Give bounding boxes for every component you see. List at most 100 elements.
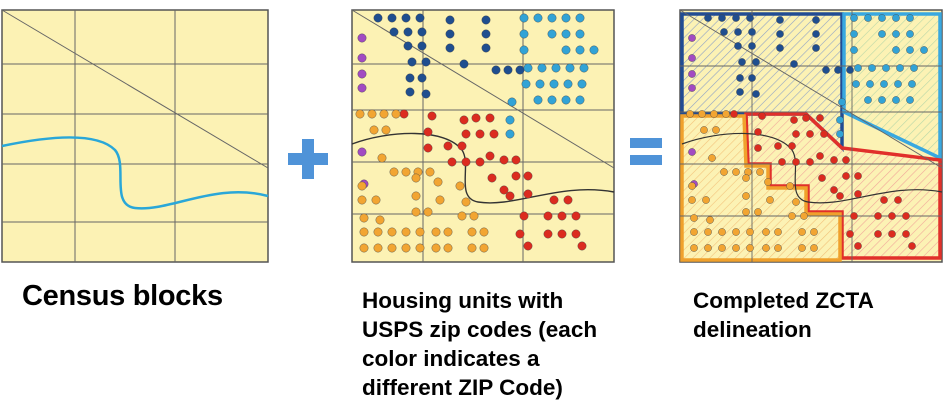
housing-unit-dot (842, 172, 850, 180)
housing-unit-dot (445, 43, 455, 53)
housing-unit-dot (499, 185, 509, 195)
housing-unit-dot (892, 14, 900, 22)
housing-unit-dot (892, 30, 900, 38)
housing-unit-dot (776, 16, 784, 24)
housing-unit-dot (704, 14, 712, 22)
housing-unit-dot (732, 244, 740, 252)
housing-unit-dot (485, 151, 495, 161)
housing-unit-dot (523, 171, 533, 181)
housing-unit-dot (575, 29, 585, 39)
housing-unit-dot (842, 156, 850, 164)
housing-unit-dot (499, 155, 509, 165)
housing-unit-dot (461, 197, 471, 207)
housing-unit-dot (563, 195, 573, 205)
housing-unit-dot (718, 228, 726, 236)
housing-unit-dot (479, 227, 489, 237)
housing-unit-dot (459, 59, 469, 69)
housing-unit-dot (523, 189, 533, 199)
housing-unit-dot (742, 174, 750, 182)
housing-unit-dot (547, 29, 557, 39)
housing-unit-dot (850, 46, 858, 54)
census-blocks-panel (1, 9, 269, 263)
housing-unit-dot (894, 196, 902, 204)
housing-unit-dot (519, 29, 529, 39)
housing-unit-dot (469, 211, 479, 221)
zcta-region-orange (680, 114, 842, 262)
housing-unit-dot (792, 130, 800, 138)
housing-unit-dot (746, 244, 754, 252)
housing-unit-dot (399, 109, 409, 119)
housing-unit-dot (718, 244, 726, 252)
zcta-caption-line-2: delineation (693, 317, 812, 342)
housing-unit-dot (515, 229, 525, 239)
housing-unit-dot (387, 13, 397, 23)
housing-unit-dot (850, 212, 858, 220)
housing-unit-dot (489, 129, 499, 139)
housing-unit-dot (577, 241, 587, 251)
housing-unit-dot (411, 191, 421, 201)
housing-unit-dot (906, 30, 914, 38)
housing-caption-line-1: Housing units with (362, 288, 564, 313)
housing-unit-dot (868, 64, 876, 72)
housing-unit-dot (830, 156, 838, 164)
housing-unit-dot (708, 154, 716, 162)
housing-unit-dot (359, 227, 369, 237)
housing-unit-dot (543, 211, 553, 221)
housing-unit-dot (565, 63, 575, 73)
housing-unit-dot (878, 30, 886, 38)
housing-unit-dot (812, 44, 820, 52)
housing-unit-dot (387, 227, 397, 237)
housing-unit-dot (690, 214, 698, 222)
housing-unit-dot (375, 215, 385, 225)
housing-unit-dot (850, 14, 858, 22)
housing-unit-dot (854, 190, 862, 198)
housing-unit-dot (401, 13, 411, 23)
housing-unit-dot (445, 29, 455, 39)
housing-unit-dot (778, 158, 786, 166)
housing-unit-dot (369, 125, 379, 135)
housing-unit-dot (746, 228, 754, 236)
housing-unit-dot (776, 30, 784, 38)
housing-unit-dot (812, 16, 820, 24)
housing-unit-dot (417, 27, 427, 37)
housing-unit-dot (854, 242, 862, 250)
housing-unit-dots (355, 13, 599, 253)
housing-unit-dot (762, 244, 770, 252)
housing-unit-dot (854, 172, 862, 180)
housing-unit-dot (455, 181, 465, 191)
housing-unit-dot (836, 130, 844, 138)
housing-unit-dot (537, 63, 547, 73)
housing-caption-line-3: color indicates a (362, 346, 540, 371)
housing-unit-dot (523, 241, 533, 251)
housing-unit-dot (401, 167, 411, 177)
housing-unit-dot (357, 53, 367, 63)
housing-unit-dot (838, 98, 846, 106)
housing-unit-dot (688, 54, 696, 62)
housing-unit-dot (357, 83, 367, 93)
housing-unit-dot (730, 110, 738, 118)
housing-unit-dot (405, 73, 415, 83)
housing-unit-dot (738, 58, 746, 66)
housing-units-panel (351, 9, 615, 263)
census-blocks-background (1, 9, 269, 263)
housing-unit-dot (748, 74, 756, 82)
housing-unit-dot (786, 182, 794, 190)
housing-unit-dot (720, 28, 728, 36)
housing-unit-dot (688, 34, 696, 42)
housing-unit-dot (519, 211, 529, 221)
housing-unit-dot (431, 227, 441, 237)
housing-unit-dot (359, 243, 369, 253)
housing-unit-dot (822, 66, 830, 74)
housing-unit-dot (748, 42, 756, 50)
housing-unit-dot (445, 15, 455, 25)
housing-unit-dot (816, 152, 824, 160)
housing-unit-dot (834, 66, 842, 74)
zcta-panel (679, 9, 943, 263)
housing-unit-dot (475, 157, 485, 167)
housing-unit-dot (746, 14, 754, 22)
census-blocks-caption: Census blocks (22, 280, 223, 312)
zcta-caption-line-1: Completed ZCTA (693, 288, 874, 313)
housing-unit-dot (575, 13, 585, 23)
housing-unit-dot (423, 207, 433, 217)
housing-unit-dot (417, 73, 427, 83)
